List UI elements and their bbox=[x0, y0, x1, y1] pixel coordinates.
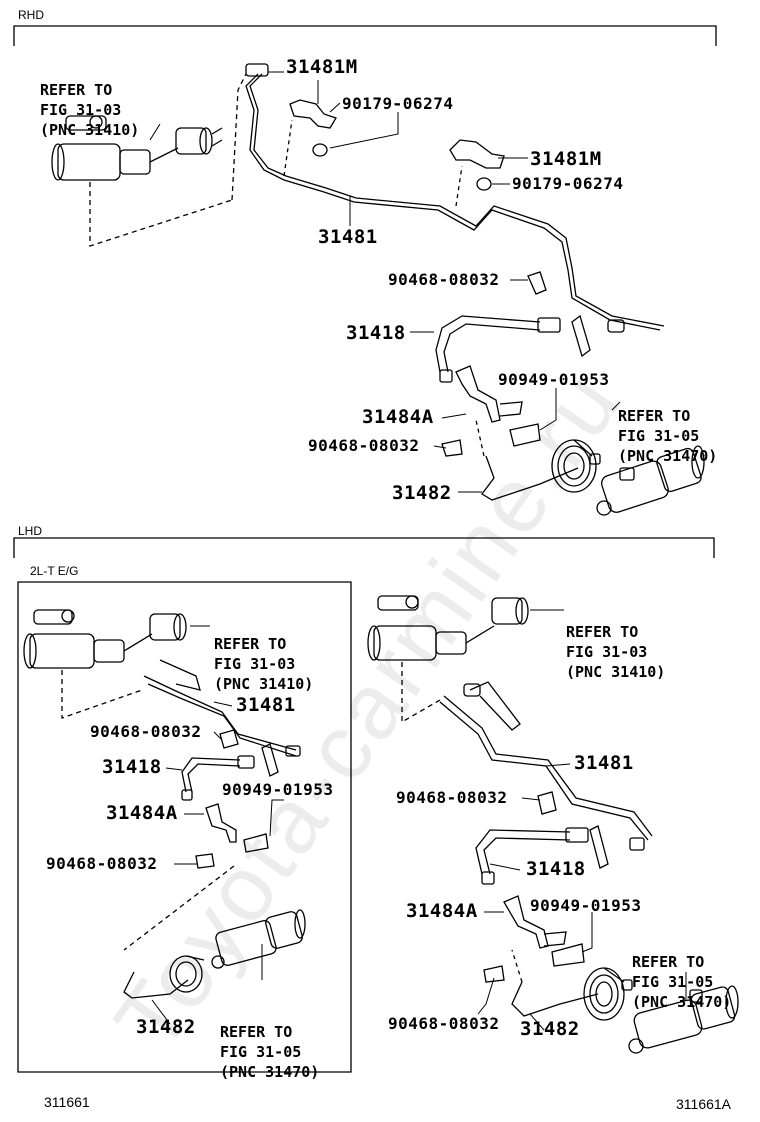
rhd-release-tube-31482 bbox=[476, 420, 600, 500]
rhd-part-clip-3: 90949-01953 bbox=[498, 370, 610, 389]
lhd-right-clip-plate bbox=[590, 826, 608, 868]
rhd-master-cylinder bbox=[52, 116, 222, 180]
rhd-part-nut-2: 90179-06274 bbox=[512, 174, 624, 193]
rhd-part-clip-2: 90468-08032 bbox=[308, 436, 420, 455]
rhd-bracket-31481m-1 bbox=[284, 100, 336, 176]
lhd-right-clip-90949 bbox=[552, 944, 584, 966]
lhd-left-release-cylinder bbox=[212, 910, 305, 968]
section-label-engine: 2L-T E/G bbox=[30, 564, 79, 578]
lhd-right-part-bracket: 31484A bbox=[406, 900, 478, 922]
rhd-part-bracket: 31484A bbox=[362, 406, 434, 428]
lhd-right-dash-1 bbox=[402, 662, 440, 722]
lhd-left-clip-plate bbox=[262, 744, 278, 776]
lhd-left-dash-2 bbox=[124, 866, 234, 950]
lhd-right-part-hose: 31418 bbox=[526, 858, 586, 880]
rhd-clip-lower bbox=[442, 440, 462, 456]
lhd-right-part-clip-3: 90949-01953 bbox=[530, 896, 642, 915]
lhd-left-clip-lower bbox=[196, 854, 214, 868]
lhd-right-clip-upper bbox=[538, 792, 556, 814]
lhd-left-part-clip-2: 90468-08032 bbox=[46, 854, 158, 873]
leader-lines bbox=[150, 72, 686, 1030]
lhd-left-part-clip-1: 90468-08032 bbox=[90, 722, 202, 741]
lhd-right-hose-31418 bbox=[476, 828, 588, 884]
rhd-part-release-tube: 31482 bbox=[392, 482, 452, 504]
rhd-clip-upper bbox=[528, 272, 546, 294]
lhd-right-master-cylinder bbox=[368, 596, 528, 660]
lhd-right-part-release-tube: 31482 bbox=[520, 1018, 580, 1040]
rhd-part-hose: 31418 bbox=[346, 322, 406, 344]
rhd-part-nut-1: 90179-06274 bbox=[342, 94, 454, 113]
rhd-part-clip-1: 90468-08032 bbox=[388, 270, 500, 289]
lhd-left-part-tube: 31481 bbox=[236, 694, 296, 716]
section-label-rhd: RHD bbox=[18, 8, 44, 22]
rhd-release-cylinder bbox=[597, 446, 704, 515]
lhd-left-clip-upper bbox=[220, 730, 238, 748]
lhd-left-part-hose: 31418 bbox=[102, 756, 162, 778]
section-label-lhd: LHD bbox=[18, 524, 43, 538]
lhd-right-bracket-31484a bbox=[504, 896, 566, 948]
lhd-right-part-clip-1: 90468-08032 bbox=[396, 788, 508, 807]
rhd-dash-master-2 bbox=[232, 74, 246, 200]
lhd-right-part-tube: 31481 bbox=[574, 752, 634, 774]
rhd-part-tube: 31481 bbox=[318, 226, 378, 248]
rhd-dash-master bbox=[90, 182, 232, 246]
lhd-left-part-bracket: 31484A bbox=[106, 802, 178, 824]
lhd-left-release-tube-31482 bbox=[124, 956, 204, 998]
lhd-left-part-release-tube: 31482 bbox=[136, 1016, 196, 1038]
lhd-left-hose-31418 bbox=[182, 756, 254, 800]
lhd-right-clip-lower bbox=[484, 966, 504, 982]
rhd-clip-plate bbox=[572, 316, 590, 356]
lhd-left-dash-1 bbox=[62, 670, 142, 718]
lhd-left-bracket-31484a bbox=[206, 804, 236, 842]
lhd-left-part-clip-3: 90949-01953 bbox=[222, 780, 334, 799]
lhd-left-master-cylinder bbox=[24, 610, 186, 668]
lhd-left-tube-31481 bbox=[144, 660, 300, 756]
rhd-clip-90949 bbox=[510, 424, 540, 446]
lhd-left-clip-90949 bbox=[244, 834, 268, 852]
rhd-bracket-31484a bbox=[456, 366, 522, 422]
rhd-bracket-31481m-2 bbox=[450, 140, 504, 206]
rhd-hose-31418 bbox=[436, 316, 560, 382]
section-frames bbox=[14, 26, 716, 1072]
figure-code-left: 311661 bbox=[44, 1094, 90, 1110]
lhd-right-release-tube-31482 bbox=[512, 950, 632, 1020]
rhd-part-31481m-1: 31481M bbox=[286, 56, 358, 78]
lhd-right-release-cylinder bbox=[629, 986, 738, 1053]
lhd-right-part-clip-2: 90468-08032 bbox=[388, 1014, 500, 1033]
rhd-part-31481m-2: 31481M bbox=[530, 148, 602, 170]
figure-code-right: 311661A bbox=[676, 1096, 732, 1112]
rhd-tube-31481 bbox=[246, 64, 664, 332]
